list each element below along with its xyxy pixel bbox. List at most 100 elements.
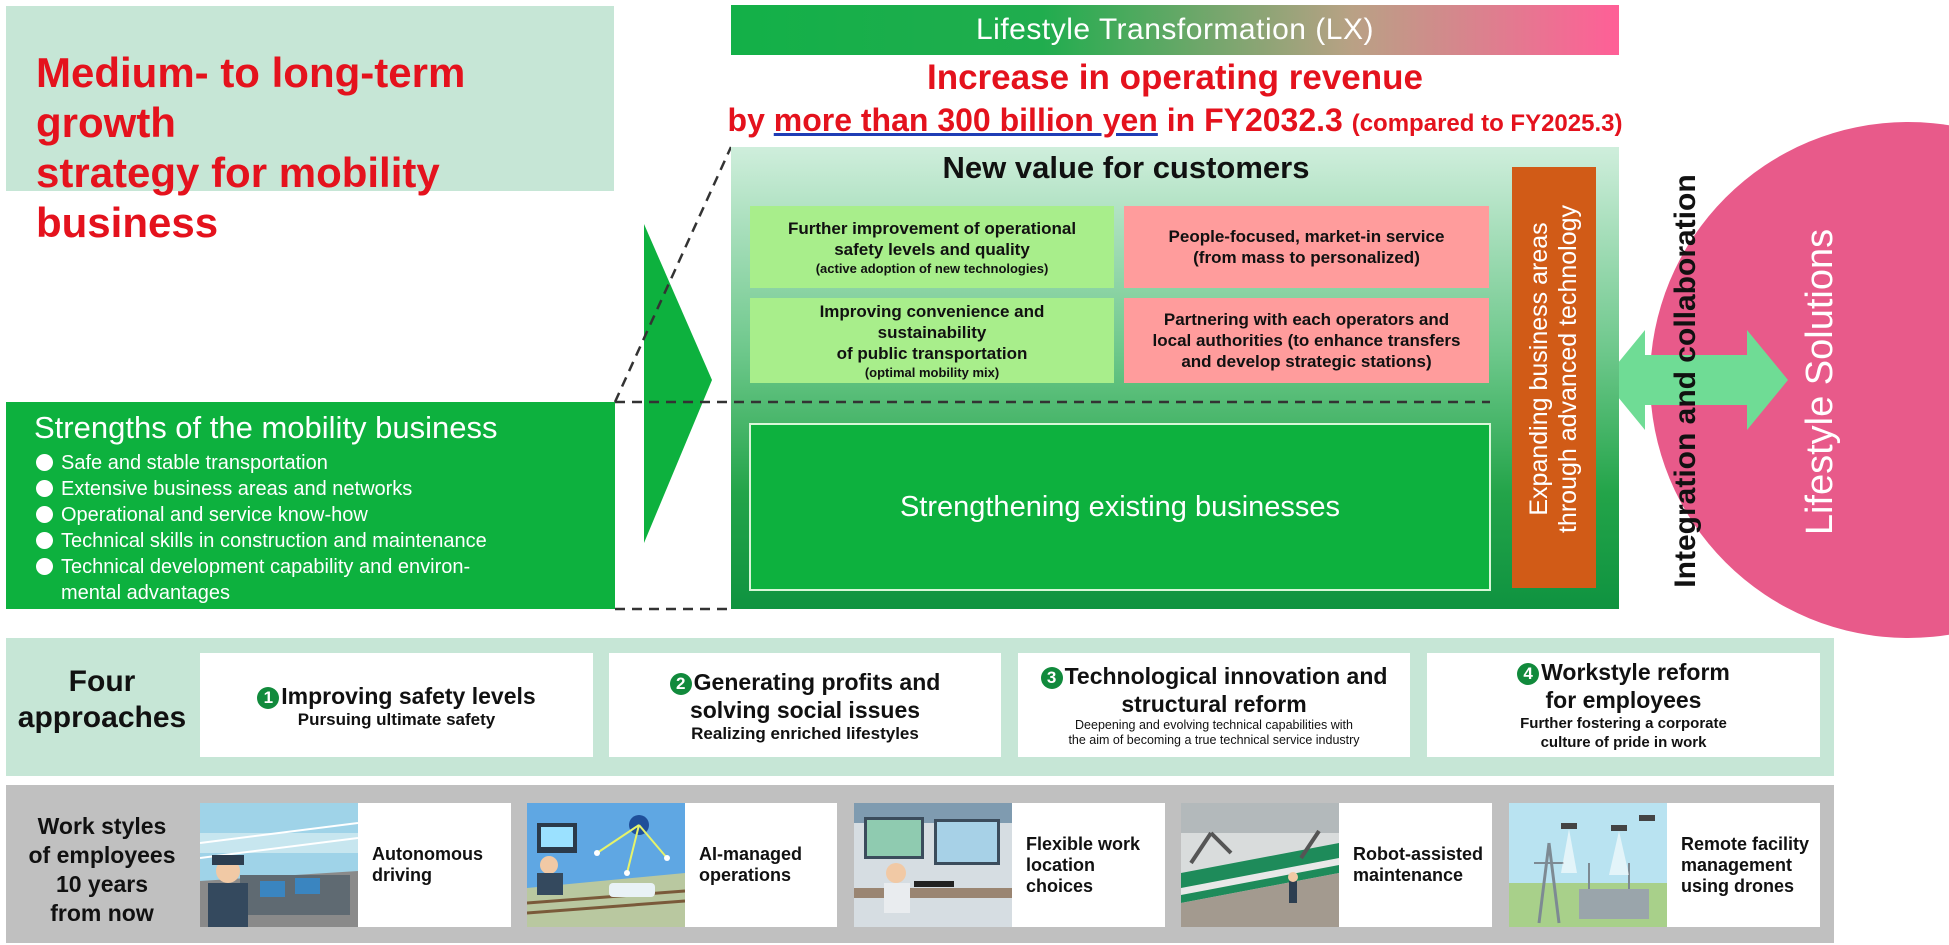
cell-text: safety levels and quality <box>834 239 1030 259</box>
card-line: Remote facility <box>1681 833 1810 854</box>
value-cell-safety: Further improvement of operational safet… <box>750 206 1114 288</box>
new-value-title: New value for customers <box>942 150 1310 185</box>
approach-subtitle: the aim of becoming a true technical ser… <box>1068 733 1360 747</box>
value-cell-partnering: Partnering with each operators and local… <box>1124 298 1489 383</box>
strengthening-existing-box: Strengthening existing businesses <box>749 423 1491 591</box>
list-item-text: Extensive business areas and networks <box>61 478 413 500</box>
lifestyle-solutions-label: Lifestyle Solutions <box>1799 228 1841 536</box>
card-line: management <box>1681 854 1793 875</box>
card-line: driving <box>372 865 433 885</box>
approach-title-line-2: for employees <box>1545 687 1702 713</box>
title-line-1: Medium- to long-term growth <box>36 49 466 146</box>
card-line: using drones <box>1681 875 1795 896</box>
approach-title-line-2: structural reform <box>1121 691 1307 717</box>
lifestyle-solutions-circle <box>1650 122 1949 638</box>
four-approaches-label: Four approaches <box>6 664 198 736</box>
list-item-text: Safe and stable transportation <box>61 452 328 474</box>
label-line: 10 years <box>55 871 149 897</box>
card-line: AI-managed <box>699 844 803 864</box>
cell-subtext: (active adoption of new technologies) <box>815 260 1049 276</box>
approach-title-line-2: solving social issues <box>689 696 921 723</box>
cell-subtext: (optimal mobility mix) <box>864 364 1000 380</box>
bullet-icon <box>36 454 53 471</box>
number-badge-icon: 1 <box>257 686 280 709</box>
dashed-line-top <box>613 146 733 403</box>
card-line: operations <box>699 865 792 885</box>
strengths-box: Strengths of the mobility business Safe … <box>6 402 615 609</box>
revenue-highlight: more than 300 billion yen <box>773 102 1158 138</box>
card-line: Flexible work <box>1026 833 1141 854</box>
label-line: of employees <box>28 842 176 868</box>
title-line-2: strategy for mobility business <box>36 149 440 246</box>
approach-title-text: Improving safety levels <box>281 682 536 709</box>
number-badge-icon: 4 <box>1517 663 1540 685</box>
cell-text: Partnering with each operators and <box>1163 310 1450 329</box>
list-item-text: mental advantages <box>61 582 231 604</box>
label-line: from now <box>50 900 154 926</box>
autonomous-driving-illustration <box>200 803 358 927</box>
ai-operations-illustration <box>527 803 685 927</box>
cell-text: Further improvement of operational <box>787 218 1077 238</box>
list-item: mental advantages <box>36 580 487 606</box>
bullet-icon <box>36 532 53 549</box>
approach-title-text: Workstyle reform <box>1541 659 1730 685</box>
list-item: Operational and service know-how <box>36 502 487 528</box>
list-item: Technical skills in construction and mai… <box>36 528 487 554</box>
title-box: Medium- to long-term growth strategy for… <box>6 6 614 246</box>
value-cell-service: People-focused, market-in service (from … <box>1124 206 1489 288</box>
approach-title-text: Generating profits and <box>693 668 941 695</box>
expanding-business-box: Expanding business areas through advance… <box>1512 167 1596 588</box>
approach-subtitle: Deepening and evolving technical capabil… <box>1075 718 1353 732</box>
cell-text: Improving convenience and <box>819 301 1045 321</box>
flexible-work-illustration <box>854 803 1012 927</box>
list-item: Technical development capability and env… <box>36 554 487 580</box>
revenue-note: (compared to FY2025.3) <box>1351 110 1623 137</box>
cell-text: sustainability <box>877 322 987 342</box>
page-title: Medium- to long-term growth strategy for… <box>36 48 614 248</box>
revenue-suffix: in FY2032.3 <box>1157 102 1343 138</box>
list-item: Safe and stable transportation <box>36 450 487 476</box>
list-item-text: Technical skills in construction and mai… <box>61 530 487 552</box>
bullet-icon <box>36 506 53 523</box>
approach-subtitle: culture of pride in work <box>1540 734 1707 751</box>
strengths-heading: Strengths of the mobility business <box>34 410 498 445</box>
card-line: maintenance <box>1353 865 1464 885</box>
expanding-line-2: through advanced technology <box>1554 204 1582 534</box>
list-item-text: Operational and service know-how <box>61 504 368 526</box>
work-styles-label: Work styles of employees 10 years from n… <box>6 812 198 928</box>
number-badge-icon: 3 <box>1040 667 1063 689</box>
drone-management-illustration <box>1509 803 1667 927</box>
label-line: approaches <box>17 701 187 734</box>
label-line: Four <box>68 665 136 698</box>
number-badge-icon: 2 <box>669 672 692 695</box>
card-line: location choices <box>1026 854 1096 896</box>
lx-banner: Lifestyle Transformation (LX) <box>731 5 1619 55</box>
integration-label: Integration and collaboration <box>1669 174 1702 588</box>
card-line: Autonomous <box>372 844 483 864</box>
cell-text: People-focused, market-in service <box>1168 227 1445 246</box>
revenue-prefix: by <box>727 102 774 138</box>
label-line: Work styles <box>37 813 167 839</box>
bullet-icon <box>36 558 53 575</box>
revenue-target-line-1: Increase in operating revenue <box>926 58 1423 97</box>
approach-subtitle: Pursuing ultimate safety <box>297 709 496 729</box>
list-item-text: Technical development capability and env… <box>61 556 471 578</box>
